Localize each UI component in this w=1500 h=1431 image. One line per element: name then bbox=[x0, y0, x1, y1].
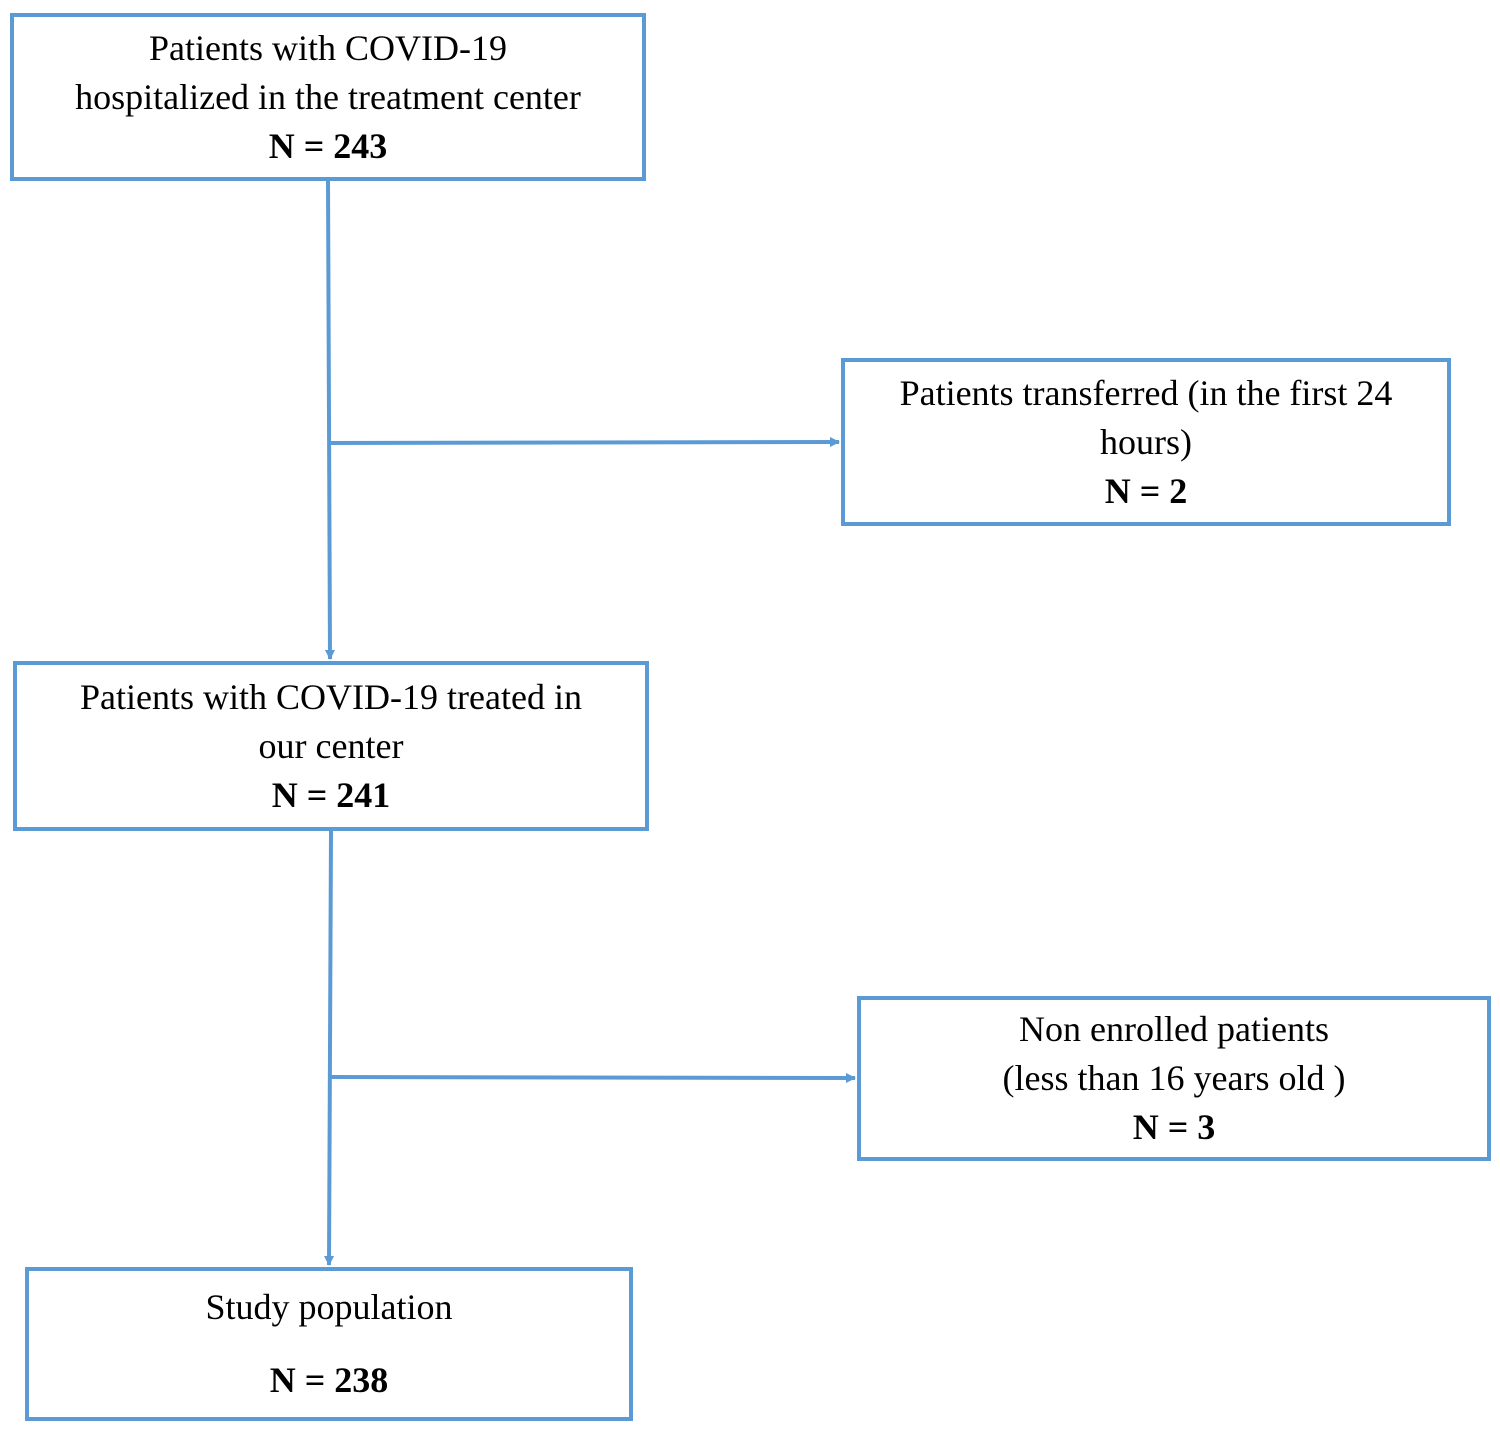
treated-patients-box: Patients with COVID-19 treated in our ce… bbox=[13, 661, 649, 831]
study-label: Study population bbox=[205, 1287, 453, 1327]
non-enrolled-label-line-2: (less than 16 years old ) bbox=[1002, 1058, 1346, 1098]
treated-label-line-2: our center bbox=[258, 725, 404, 766]
connector-treated-to-study bbox=[324, 830, 335, 1266]
treated-label-line-1: Patients with COVID-19 treated in bbox=[80, 676, 582, 717]
hospitalized-label-line-2: hospitalized in the treatment center bbox=[75, 76, 581, 117]
study-count: N = 238 bbox=[269, 1360, 389, 1400]
transferred-patients-box: Patients transferred (in the first 24 ho… bbox=[841, 358, 1451, 526]
transferred-label-line-1: Patients transferred (in the first 24 bbox=[899, 372, 1393, 413]
non-enrolled-label-line-1: Non enrolled patients bbox=[1019, 1009, 1329, 1049]
treated-count: N = 241 bbox=[271, 774, 391, 815]
non-enrolled-count: N = 3 bbox=[1132, 1107, 1216, 1147]
connector-hospitalized-to-treated bbox=[324, 180, 335, 660]
hospitalized-label-line-1: Patients with COVID-19 bbox=[149, 27, 507, 68]
hospitalized-patients-box: Patients with COVID-19 hospitalized in t… bbox=[10, 13, 646, 181]
transferred-label-line-2: hours) bbox=[1100, 421, 1192, 462]
connector-branch-to-non-enrolled bbox=[329, 1072, 856, 1083]
study-population-box: Study population N = 238 bbox=[25, 1267, 633, 1421]
transferred-count: N = 2 bbox=[1104, 470, 1188, 511]
connector-branch-to-transferred bbox=[328, 437, 840, 448]
hospitalized-count: N = 243 bbox=[268, 125, 388, 166]
non-enrolled-patients-box: Non enrolled patients (less than 16 year… bbox=[857, 996, 1491, 1161]
